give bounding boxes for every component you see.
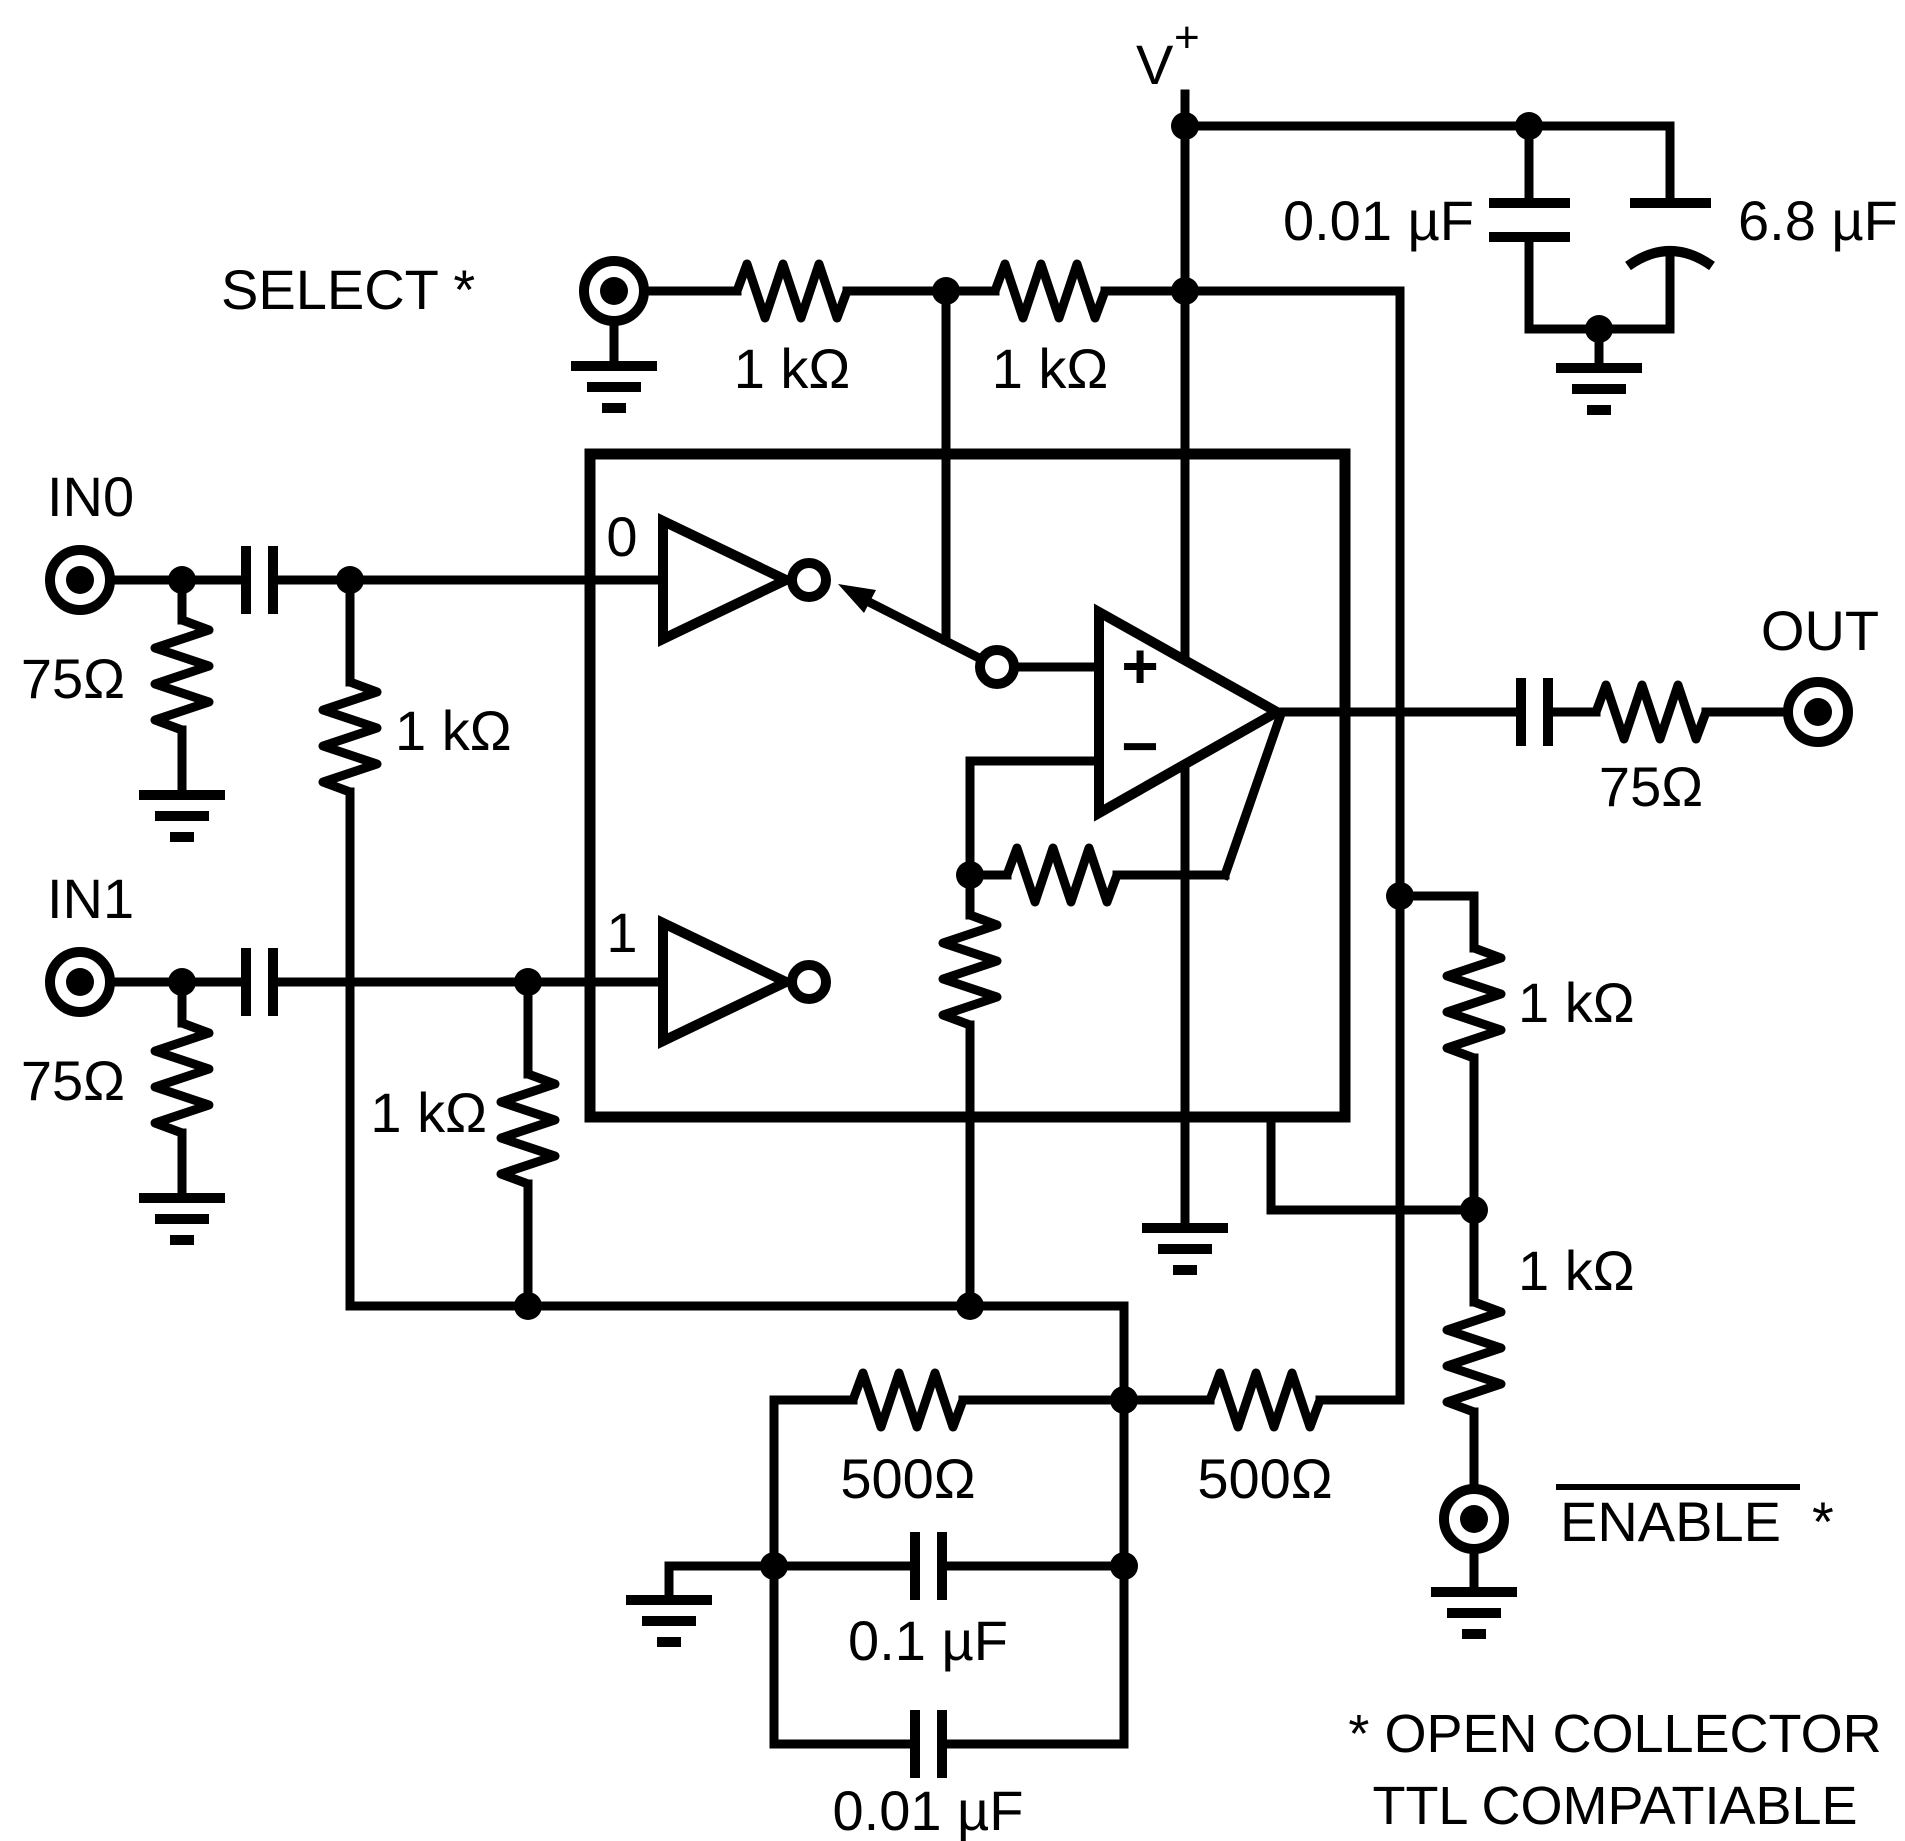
junction-dot [956,1292,984,1320]
out-label: OUT [1761,599,1879,662]
junction-dot [1110,1552,1138,1580]
resistor-bias-right [1210,1373,1320,1427]
in1-label: IN1 [47,867,134,930]
mux-ic-outline [584,448,1351,1123]
junction-dot [1110,1386,1138,1414]
resistor-in1-bias-label: 1 kΩ [370,1081,487,1144]
junction-dot [514,1292,542,1320]
resistor-out-series [1596,685,1706,739]
resistor-bias-right-label: 500Ω [1197,1447,1332,1510]
cap-small-plates [1489,198,1570,242]
mux-ic-section: + − 0 1 [584,448,1351,1320]
wire-bypass-ground [664,1561,779,1605]
junction-dot [1460,1196,1488,1224]
buffer1-label: 1 [606,901,637,964]
cap-bypass-bottom-label: 0.01 µF [832,1779,1023,1841]
resistor-in0-termination [155,620,209,730]
resistor-gain [943,915,997,1025]
resistor-enable-series [1447,1302,1501,1412]
resistor-enable-series-label: 1 kΩ [1518,1239,1635,1302]
enable-connector [1444,1489,1504,1549]
note-line2: TTL COMPATIABLE [1372,1776,1857,1836]
wire-enable-to-ic [1266,1112,1479,1215]
wire-bias-bus [345,787,1129,1405]
cap-bypass-mid-label: 0.1 µF [848,1609,1008,1672]
in1-section: IN1 75Ω 1 kΩ [21,867,668,1320]
enable-label: ENABLE [1560,1490,1781,1553]
output-section: OUT 75Ω [1272,599,1879,818]
ground-symbol [1431,1592,1517,1634]
resistor-out-series-label: 75Ω [1599,755,1703,818]
junction-dot [1585,315,1613,343]
junction-dot [168,968,196,996]
note-section: * OPEN COLLECTOR TTL COMPATIABLE [1348,1704,1881,1836]
resistor-feedback [1007,848,1117,902]
wire-vplus-right-rail [1100,286,1405,1405]
vplus-sup-label: + [1174,13,1200,62]
buffer1-output-bubble [787,960,831,1004]
resistor-in1-termination-label: 75Ω [21,1049,125,1112]
junction-dot [956,861,984,889]
resistor-enable-pullup [1447,948,1501,1058]
ground-symbol [1142,1228,1228,1270]
switch-common-node [975,645,1019,689]
buffer0-triangle [658,513,798,647]
out-connector [1788,682,1848,742]
select-input-section: SELECT * 1 kΩ 1 kΩ [221,258,1414,1405]
wire-enable-pullup-top [1395,891,1479,953]
junction-dot [1171,277,1199,305]
junction-dot [1171,112,1199,140]
select-label: SELECT * [221,258,475,321]
wire-feedback-diagonal [1219,708,1287,881]
resistor-in1-bias [501,1074,555,1184]
wire-top-rail [1180,121,1675,208]
junction-dot [760,1552,788,1580]
ground-symbol [139,795,225,837]
ground-symbol [139,1198,225,1240]
resistor-select-2 [995,264,1105,318]
junction-dot [336,566,364,594]
bias-network-section: 500Ω 500Ω 0.1 µF 0.01 µF [626,1373,1405,1841]
cap-large-label: 6.8 µF [1738,189,1898,252]
power-supply-section: V + 0.01 µF 6.8 µF [1136,13,1898,670]
resistor-enable-pullup-label: 1 kΩ [1518,971,1635,1034]
vplus-label: V [1136,33,1174,96]
ground-symbol [626,1600,712,1642]
in0-label: IN0 [47,465,134,528]
buffer0-label: 0 [606,505,637,568]
ground-symbol [1556,368,1642,410]
cap-small-label: 0.01 µF [1283,189,1474,252]
junction-dot [1515,112,1543,140]
resistor-bias-left [853,1373,963,1427]
resistor-in0-termination-label: 75Ω [21,647,125,710]
buffer0-output-bubble [787,558,831,602]
in0-connector [50,550,110,610]
wire-opamp-minus [965,756,1104,880]
buffer1-triangle [658,915,798,1049]
note-line1: * OPEN COLLECTOR [1348,1704,1881,1764]
resistor-in0-bias-label: 1 kΩ [395,699,512,762]
opamp-triangle [1094,603,1288,822]
in1-connector [50,952,110,1012]
junction-dot [514,968,542,996]
switch-arm [860,594,988,666]
resistor-select-2-label: 1 kΩ [992,337,1109,400]
junction-dot [932,277,960,305]
switch-arrowhead-icon [838,584,876,613]
enable-star-label: * [1812,1490,1834,1553]
in0-section: IN0 75Ω 1 kΩ [21,465,1129,1405]
resistor-select-1-label: 1 kΩ [734,337,851,400]
resistor-select-1 [737,264,847,318]
enable-section: 1 kΩ 1 kΩ ENABLE * [1266,891,1834,1634]
ground-symbol [571,366,657,408]
opamp-minus-label: − [1121,710,1158,782]
select-connector [584,261,644,321]
resistor-in0-bias [323,682,377,792]
opamp-plus-label: + [1121,630,1158,702]
resistor-bias-left-label: 500Ω [840,1447,975,1510]
resistor-in1-termination [155,1023,209,1133]
junction-dot [168,566,196,594]
